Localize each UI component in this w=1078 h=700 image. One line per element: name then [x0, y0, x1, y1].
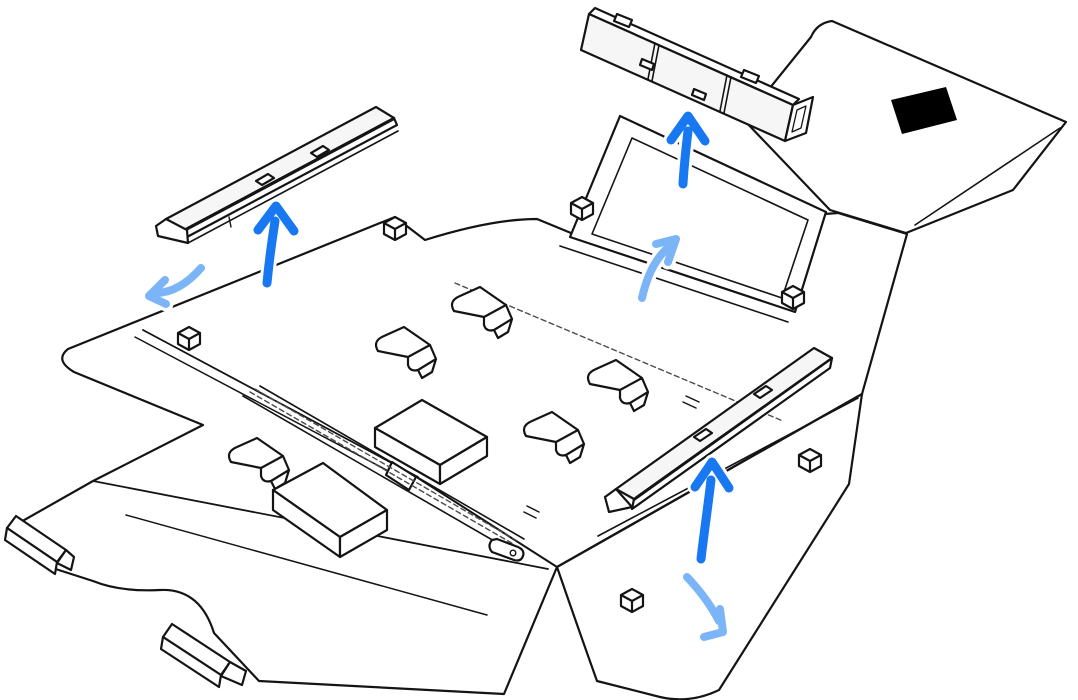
tl-rail-left-end: [154, 217, 190, 245]
up-arrow-head: [253, 201, 299, 236]
fold-arrow-center: [634, 231, 684, 306]
bottom-right-flap-crease: [597, 397, 859, 537]
curved-arrow-icon: [683, 573, 723, 625]
locking-tab: [619, 587, 645, 614]
tl-rail-step: [228, 216, 232, 228]
tr-rail-tab-1: [612, 12, 634, 29]
locking-tab: [176, 325, 202, 352]
tr-rail-divider-2: [719, 74, 732, 114]
tear-band-edge-1: [242, 395, 509, 550]
right-rail-dark-line: [632, 357, 833, 502]
lift-arrow-left: [250, 198, 302, 291]
edge-bar-1-end: [55, 548, 76, 572]
foam-block-2: [373, 398, 489, 486]
top-right-rail: [579, 6, 815, 143]
lid-outer: [568, 114, 828, 314]
tear-dash-1: [249, 391, 516, 546]
block2-front-right: [438, 435, 489, 486]
crease-lines: [92, 329, 864, 616]
right-flap-lip-line: [914, 127, 1061, 226]
right-rail-end-cap: [603, 487, 634, 514]
tear-band-edge-2: [259, 385, 525, 540]
tl-rail-lip-line: [187, 130, 399, 244]
bottom-left-flap-crease-2: [125, 514, 488, 616]
tear-dash-2: [254, 388, 520, 543]
tl-rail-dark-line: [182, 117, 396, 233]
handle-hole: [891, 87, 957, 134]
right-tray-rail: [603, 346, 834, 514]
arrows: [141, 108, 737, 645]
edge-bar-2-end: [219, 660, 248, 687]
edge-bar-2-front: [159, 635, 223, 689]
lid-base-line: [559, 245, 789, 323]
curved-arrow-head: [145, 276, 170, 308]
tear-dash-3: [454, 282, 784, 422]
pull-tab-ring: [509, 549, 517, 557]
tr-rail-slot-2: [690, 87, 708, 102]
edge-bar-1-front: [3, 526, 59, 576]
lift-arrow-top: [663, 108, 713, 192]
tr-rail-slot-1: [638, 57, 656, 72]
tear-strip: [242, 282, 784, 562]
curved-arrow-icon: [638, 242, 674, 302]
tr-rail-divider-1: [647, 42, 660, 82]
tr-rail-tab-2: [739, 68, 761, 85]
up-arrow-head: [690, 457, 734, 493]
locking-tab: [797, 447, 823, 474]
edge-bars: [3, 514, 248, 689]
curved-arrow-head: [700, 605, 727, 641]
fold-arrow-left: [141, 260, 209, 312]
tl-rail-slot-2: [309, 144, 331, 159]
curved-arrow-head: [652, 235, 680, 266]
up-arrow-icon: [696, 475, 716, 564]
locking-tab: [780, 284, 806, 311]
foam-block-1: [271, 461, 389, 559]
up-arrow-head: [666, 111, 710, 146]
block1-front-right: [338, 508, 389, 559]
tl-rail-slot-1: [254, 172, 276, 187]
curved-arrow-icon: [153, 264, 205, 297]
right-rail-slot-1: [692, 427, 714, 443]
tr-rail-end-channel: [791, 105, 807, 133]
top-left-rail: [154, 105, 399, 245]
fold-arrow-bottom-right: [679, 569, 731, 645]
locking-tab: [569, 195, 595, 222]
tick-marks-2: [682, 395, 700, 409]
right-rail-slot-2: [752, 384, 774, 400]
tick-marks-1: [523, 505, 540, 519]
locking-tab: [382, 215, 408, 242]
lift-arrow-right: [687, 454, 737, 567]
up-arrow-icon: [262, 216, 280, 288]
up-arrow-icon: [678, 126, 693, 189]
right-flap-with-handle: [742, 19, 1068, 235]
tray-left-edge: [417, 477, 558, 568]
